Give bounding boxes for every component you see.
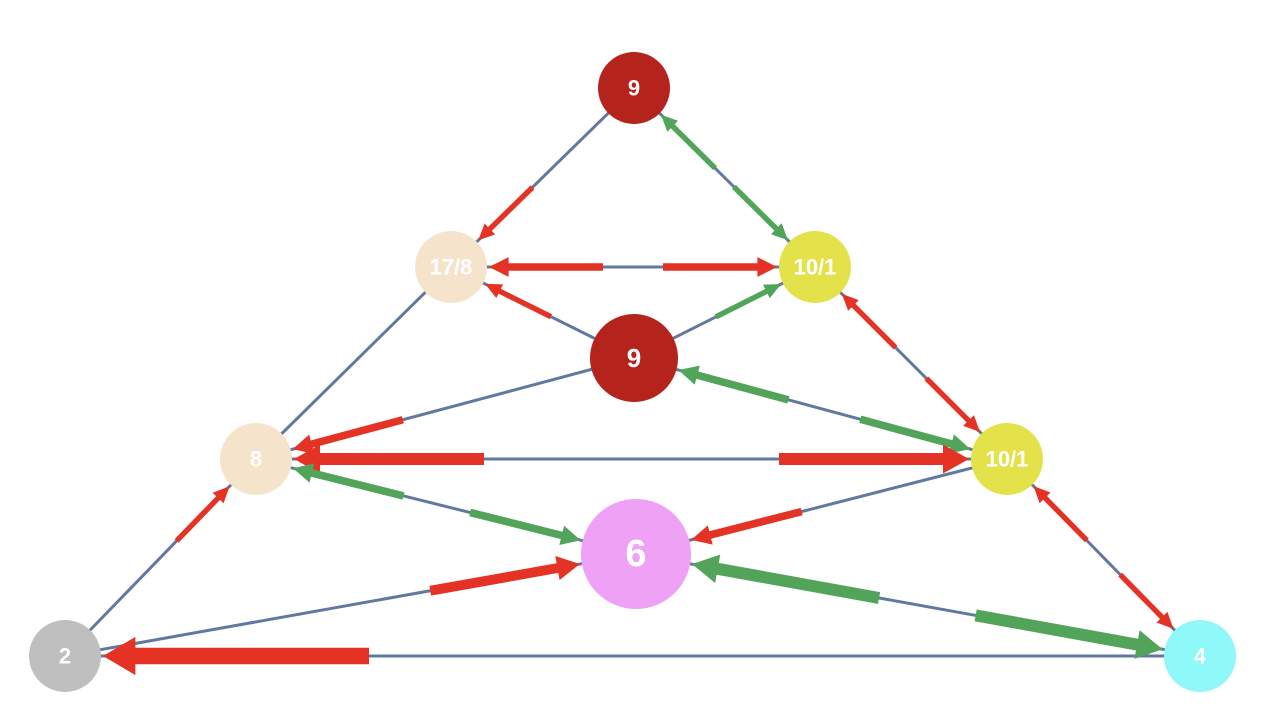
flow-arrow-mid-right-to-mid-left [489,257,603,277]
node-circle-left [220,423,292,495]
flow-arrow-top-to-mid-left [478,185,535,241]
node-label-bottom-center: 6 [625,533,646,575]
flow-arrow-center-to-left [292,416,404,454]
node-label-bottom-left: 2 [59,644,71,669]
flow-arrow-bottom-left-to-left [174,486,230,543]
flow-arrow-mid-right-to-right [924,376,981,433]
flow-arrow-right-to-bottom-right [1118,572,1174,629]
edge-mid-left-to-left [254,265,453,461]
node-circle-right [971,423,1043,495]
node-bottom-center: 6 [581,499,691,609]
node-bottom-left: 2 [29,620,101,692]
node-label-mid-left: 17/8 [430,255,473,280]
flow-arrow-mid-left-to-mid-right [663,257,777,277]
node-circle-bottom-center [581,499,691,609]
flow-arrow-bottom-right-to-right [1033,486,1089,543]
node-top: 9 [598,52,670,124]
nodes-layer: 9 17/8 10/1 9 8 10/1 6 2 4 [29,52,1236,692]
flow-arrow-right-to-bottom-center [691,507,803,545]
arrows-layer [103,114,1174,676]
node-right: 10/1 [971,423,1043,495]
flow-arrow-center-to-right [859,415,971,454]
flow-arrow-right-to-center [678,365,790,404]
node-label-mid-right: 10/1 [794,255,837,280]
flow-arrow-mid-right-to-top [661,114,717,171]
flow-arrow-right-to-mid-right [841,293,898,350]
flow-arrow-left-to-right [779,444,969,474]
node-circle-mid-left [415,231,487,303]
node-label-center: 9 [627,343,641,373]
flow-arrow-top-to-mid-right [732,184,788,241]
flow-arrow-bottom-right-to-bottom-center [692,554,881,604]
node-bottom-right: 4 [1164,620,1236,692]
flow-arrow-center-to-mid-right [714,284,781,320]
node-circle-bottom-left [29,620,101,692]
flow-arrow-left-to-bottom-center [469,508,581,545]
node-label-top: 9 [628,76,640,101]
node-label-right: 10/1 [986,447,1029,472]
flow-arrow-bottom-center-to-left [292,463,405,500]
node-circle-center [590,314,678,402]
flow-arrow-center-to-mid-left [485,283,553,320]
node-center: 9 [590,314,678,402]
node-circle-bottom-right [1164,620,1236,692]
flow-arrow-right-to-left [294,444,484,474]
node-circle-mid-right [779,231,851,303]
node-circle-top [598,52,670,124]
flow-arrow-bottom-left-to-bottom-center [429,556,580,596]
node-mid-left: 17/8 [415,231,487,303]
flow-arrow-bottom-center-to-bottom-right [974,609,1163,659]
node-label-left: 8 [250,447,262,472]
node-label-bottom-right: 4 [1194,644,1207,669]
flow-arrow-bottom-right-to-bottom-left [103,636,369,676]
node-mid-right: 10/1 [779,231,851,303]
node-left: 8 [220,423,292,495]
